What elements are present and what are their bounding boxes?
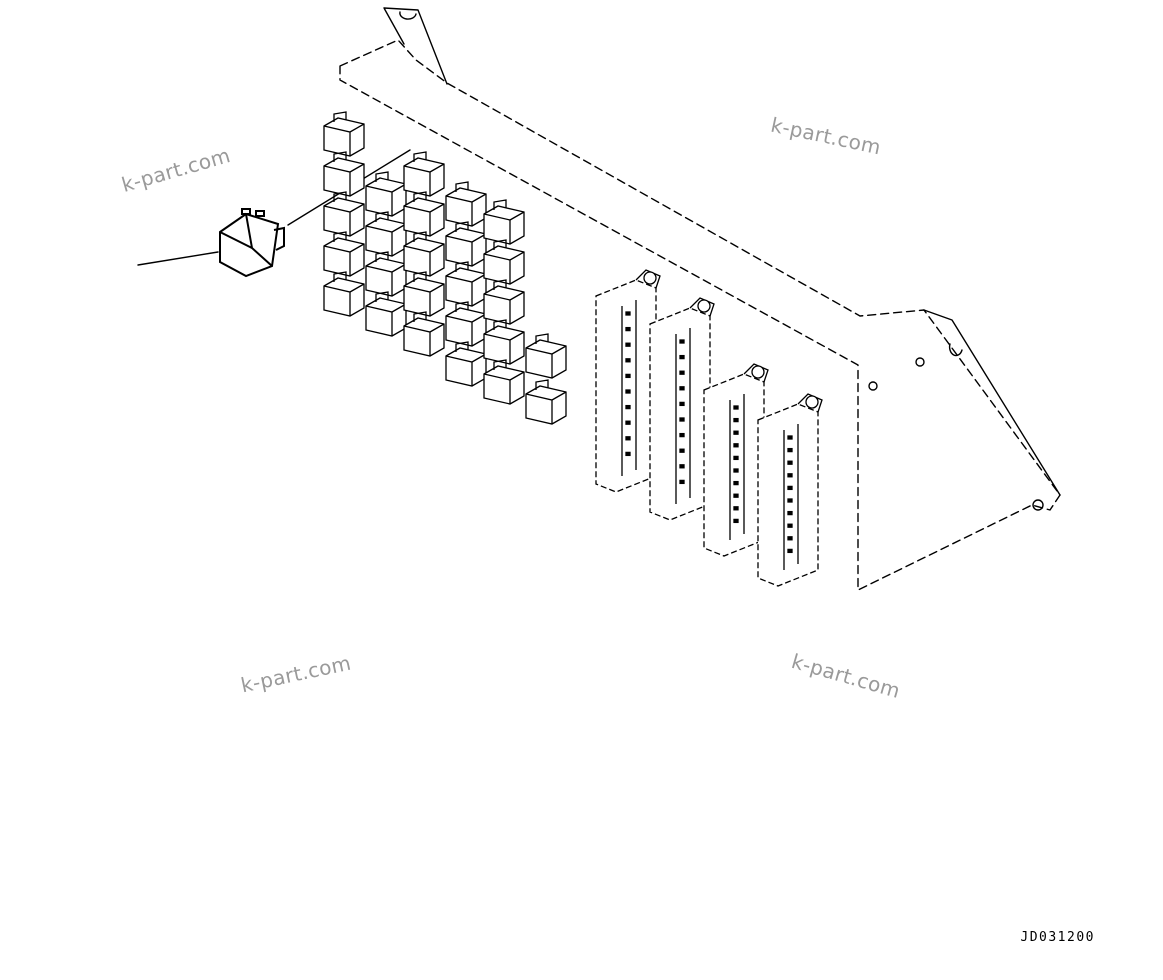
relay bbox=[445, 261, 487, 307]
mounting-hole bbox=[868, 381, 878, 391]
relay bbox=[483, 279, 525, 325]
relay bbox=[403, 311, 445, 357]
plate-side-bracket bbox=[923, 309, 1061, 496]
relay bbox=[323, 271, 365, 317]
relay bbox=[323, 231, 365, 277]
drawing-code: JD031200 bbox=[1020, 930, 1095, 945]
relay bbox=[525, 379, 567, 425]
relay bbox=[483, 199, 525, 245]
mounting-hole bbox=[1032, 499, 1044, 511]
plate-top-bracket bbox=[383, 7, 448, 85]
relay bbox=[323, 151, 365, 197]
mounting-hole bbox=[915, 357, 925, 367]
relay bbox=[403, 191, 445, 237]
relay bbox=[365, 251, 407, 297]
relay bbox=[403, 231, 445, 277]
relay bbox=[483, 239, 525, 285]
leader-line bbox=[137, 251, 219, 266]
relay bbox=[323, 191, 365, 237]
connector-block bbox=[595, 269, 661, 493]
relay-exploded bbox=[219, 208, 285, 278]
relay bbox=[445, 181, 487, 227]
relay bbox=[403, 271, 445, 317]
relay bbox=[365, 211, 407, 257]
relay bbox=[323, 111, 365, 157]
connector-block bbox=[703, 363, 769, 557]
relay bbox=[365, 171, 407, 217]
relay bbox=[403, 151, 445, 197]
relay bbox=[445, 221, 487, 267]
relay bbox=[525, 333, 567, 379]
relay bbox=[483, 319, 525, 365]
relay bbox=[445, 301, 487, 347]
connector-block bbox=[757, 393, 823, 587]
relay bbox=[365, 291, 407, 337]
relay bbox=[445, 341, 487, 387]
relay bbox=[483, 359, 525, 405]
